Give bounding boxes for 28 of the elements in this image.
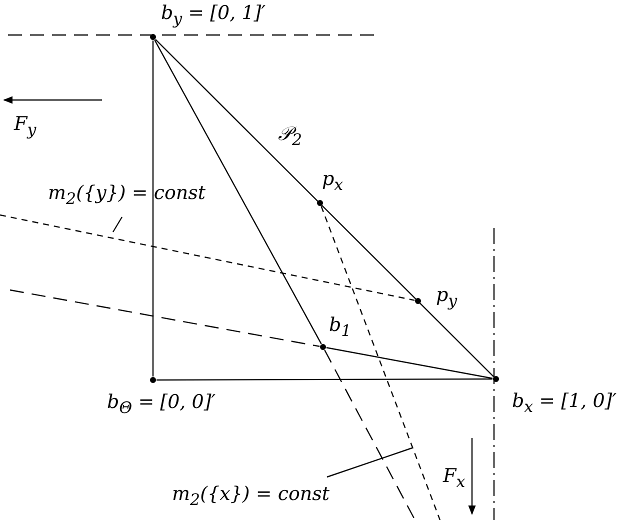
point-label: p$_{x}$ — [322, 169, 344, 194]
leader-line — [112, 216, 123, 232]
line-segment — [154, 40, 322, 344]
force-label: F$_{y}$ — [14, 114, 36, 138]
dashed-line — [320, 206, 441, 520]
annotation-text: m$_{2}$({y}) = const — [48, 183, 206, 208]
edge-label: 𝒫$_{2}$ — [278, 124, 302, 148]
point-marker — [150, 377, 156, 383]
line-segment — [155, 39, 494, 377]
leader-line — [326, 447, 412, 478]
point-marker — [493, 376, 499, 382]
dashed-line — [0, 214, 415, 301]
point-label: b$_{1}$ — [329, 315, 352, 340]
line-segment — [326, 347, 493, 379]
point-marker — [415, 298, 421, 304]
dashed-line — [10, 289, 320, 347]
annotation-text: m$_{2}$({x}) = const — [172, 484, 330, 508]
point-label: b$_{Θ}$ = [0, 0]′ — [107, 392, 216, 416]
point-marker — [320, 344, 326, 350]
point-label: b$_{x}$ = [1, 0]′ — [512, 391, 617, 416]
point-marker — [317, 200, 323, 206]
line-segment — [156, 378, 492, 381]
point-label: b$_{y}$ = [0, 1]′ — [161, 3, 266, 28]
dashed-line — [324, 350, 416, 520]
force-label: F$_{x}$ — [443, 466, 466, 490]
line-segment — [152, 40, 154, 376]
point-marker — [150, 34, 156, 40]
point-label: p$_{y}$ — [436, 285, 458, 310]
